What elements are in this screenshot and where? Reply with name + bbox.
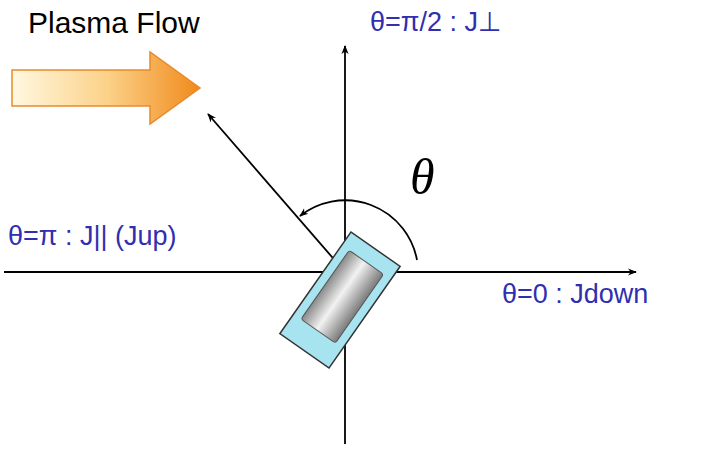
probe	[280, 232, 400, 368]
direction-arrow	[208, 114, 345, 272]
angle-symbol: θ	[410, 150, 435, 205]
axis-label: θ=0 : Jdown	[502, 280, 648, 310]
flow-label: Plasma Flow	[28, 6, 200, 39]
horizontal-axis	[4, 271, 636, 273]
axis-label: θ=π : J|| (Jup)	[8, 222, 176, 252]
axis-label: θ=π/2 : J⊥	[370, 8, 501, 38]
flow-arrow	[12, 52, 200, 124]
